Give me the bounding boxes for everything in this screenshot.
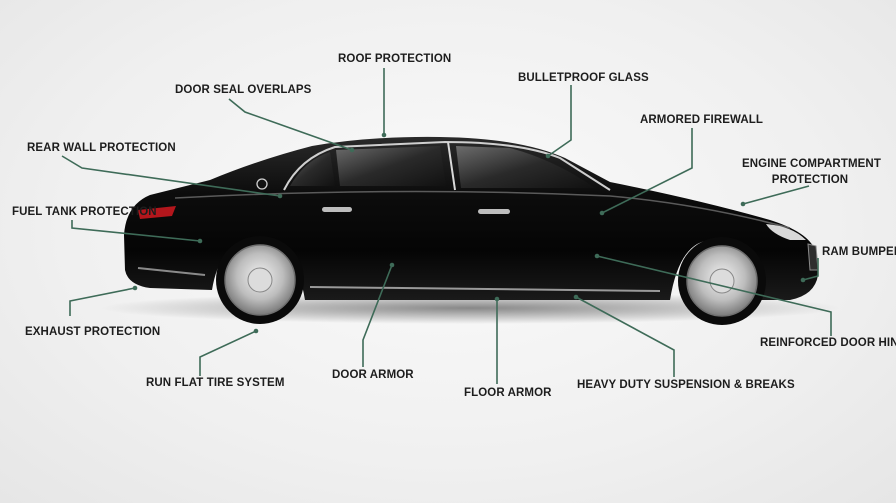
front-wheel xyxy=(678,237,766,325)
label-door-seal-overlaps: DOOR SEAL OVERLAPS xyxy=(175,84,312,96)
leader-fuel-tank-protection xyxy=(71,220,201,242)
leader-heavy-duty-suspension xyxy=(575,296,675,377)
leader-armored-firewall xyxy=(601,128,693,214)
label-ram-bumpers: RAM BUMPERS xyxy=(822,246,896,258)
label-bulletproof-glass: BULLETPROOF GLASS xyxy=(518,72,649,84)
label-heavy-duty-suspension: HEAVY DUTY SUSPENSION & BREAKS xyxy=(577,379,795,391)
label-door-armor: DOOR ARMOR xyxy=(332,369,414,381)
leader-run-flat-tire xyxy=(199,330,257,376)
label-engine-compartment-line1: ENGINE COMPARTMENT xyxy=(742,158,881,170)
label-engine-compartment-protection: ENGINE COMPARTMENT PROTECTION xyxy=(742,157,881,187)
label-fuel-tank-protection: FUEL TANK PROTECTION xyxy=(12,206,157,218)
body-shoulder-highlight xyxy=(174,190,791,229)
leader-bulletproof-glass xyxy=(547,85,572,157)
leader-rear-wall-protection xyxy=(61,155,281,197)
head-light xyxy=(766,224,806,240)
window-chrome-trim xyxy=(283,140,611,191)
leader-door-armor xyxy=(362,264,393,367)
label-reinforced-door-hinges: REINFORCED DOOR HINGES xyxy=(760,337,896,349)
tail-light xyxy=(138,206,176,219)
label-armored-firewall: ARMORED FIREWALL xyxy=(640,114,763,126)
label-floor-armor: FLOOR ARMOR xyxy=(464,387,552,399)
leader-door-seal-overlaps xyxy=(228,98,353,151)
leader-exhaust-protection xyxy=(69,287,136,316)
leader-reinforced-door-hinges xyxy=(596,255,832,336)
label-exhaust-protection: EXHAUST PROTECTION xyxy=(25,326,161,338)
sill-chrome xyxy=(309,286,661,292)
front-door-window xyxy=(456,146,595,188)
rear-wheel xyxy=(216,236,304,324)
label-rear-wall-protection: REAR WALL PROTECTION xyxy=(27,142,176,154)
b-pillar-trim xyxy=(447,141,456,191)
label-roof-protection: ROOF PROTECTION xyxy=(338,53,452,65)
leader-engine-compartment xyxy=(742,185,810,205)
rear-bumper-chrome xyxy=(137,267,206,276)
label-run-flat-tire-system: RUN FLAT TIRE SYSTEM xyxy=(146,377,285,389)
front-door-handle xyxy=(478,209,510,214)
pillar-emblem xyxy=(256,178,268,190)
rear-door-window xyxy=(336,146,446,186)
leader-ram-bumpers xyxy=(802,258,819,281)
rear-quarter-window xyxy=(290,152,335,186)
rear-door-handle xyxy=(322,207,352,212)
front-grille xyxy=(807,243,819,271)
label-engine-compartment-line2: PROTECTION xyxy=(771,174,849,186)
